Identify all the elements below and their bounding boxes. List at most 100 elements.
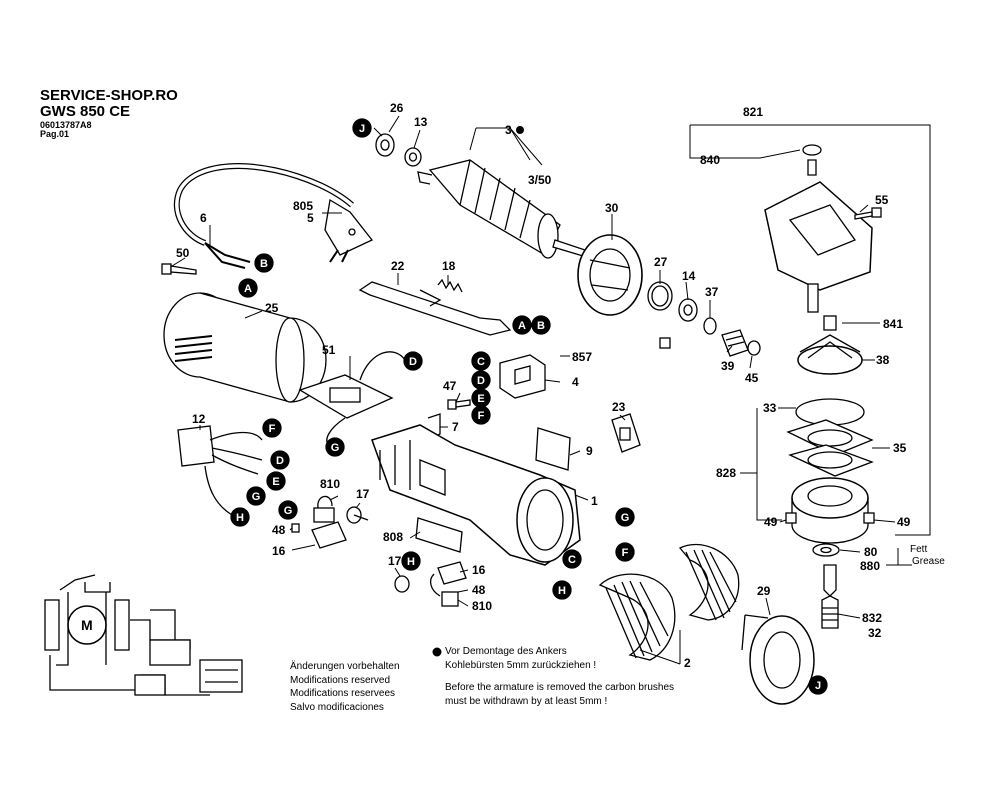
- label-808: [415, 517, 463, 553]
- grease-label: Grease: [912, 556, 945, 567]
- badge-g-coil: G: [615, 507, 635, 527]
- letter-badges: J B A A B C D E F D G F D E G H G H G C …: [230, 118, 828, 695]
- svg-text:J: J: [815, 680, 821, 692]
- svg-text:E: E: [477, 393, 484, 405]
- badge-h-brush: H: [401, 551, 421, 571]
- power-cord-part: [173, 163, 374, 269]
- leader-lines: [171, 115, 931, 665]
- label-47: 47: [443, 379, 457, 393]
- spring-18: [437, 278, 463, 293]
- label-4: 4: [572, 375, 579, 389]
- label-22: 22: [391, 259, 405, 273]
- baffle-30: [577, 234, 643, 316]
- badge-h-coil: H: [552, 580, 572, 600]
- svg-text:G: G: [284, 505, 293, 517]
- page-number: Pag.01: [40, 128, 70, 139]
- label-51: 51: [322, 343, 336, 357]
- svg-text:H: H: [236, 512, 244, 524]
- brush-810-left: [313, 495, 335, 523]
- gasket-35: [786, 419, 874, 477]
- shop-name: SERVICE-SHOP.RO: [40, 87, 178, 104]
- switch-23: [611, 413, 641, 453]
- pinion-39: [721, 329, 749, 357]
- label-plate-9: [535, 427, 571, 471]
- nut-45: [747, 340, 761, 356]
- bearing-26: [375, 133, 395, 157]
- brush-spring-17-left: [346, 506, 369, 524]
- svg-text:G: G: [621, 512, 630, 524]
- carbon-en-line-1: Before the armature is removed the carbo…: [445, 682, 675, 693]
- switch-rod-22: [358, 281, 512, 336]
- svg-text:G: G: [252, 491, 261, 503]
- label-80: 80: [864, 545, 878, 559]
- badge-f-block: F: [471, 405, 491, 425]
- capacitor-12: [177, 425, 263, 516]
- badge-b-cord: B: [254, 253, 274, 273]
- screw-47: [447, 399, 471, 410]
- brush-810-right: [429, 573, 459, 607]
- svg-text:D: D: [477, 375, 485, 387]
- label-6: 6: [200, 211, 207, 225]
- svg-text:E: E: [272, 476, 279, 488]
- svg-text:B: B: [537, 320, 545, 332]
- note-bullet-3: [516, 126, 524, 134]
- spindle-832: [821, 564, 839, 629]
- svg-text:G: G: [331, 442, 340, 454]
- label-880: 880: [860, 559, 880, 573]
- label-2: 2: [684, 656, 691, 670]
- header-block: SERVICE-SHOP.RO GWS 850 CE 06013787A8 Pa…: [40, 88, 178, 139]
- label-39: 39: [721, 359, 735, 373]
- brush-spring-17-right: [394, 575, 410, 593]
- label-16: 16: [272, 544, 286, 558]
- gear-housing-1: [371, 424, 581, 566]
- badge-g-switch: G: [325, 437, 345, 457]
- field-coil-lower: [598, 573, 676, 661]
- label-23: 23: [612, 400, 626, 414]
- fett-label: Fett: [910, 544, 928, 555]
- changes-line-de: Änderungen vorbehalten: [290, 661, 400, 672]
- carbon-brush-note-de: Vor Demontage des Ankers Kohlebürsten 5m…: [445, 645, 596, 672]
- svg-text:D: D: [276, 455, 284, 467]
- stud-841: [807, 283, 837, 331]
- motor-housing-25: [163, 292, 327, 403]
- badge-e-cap: E: [266, 471, 286, 491]
- label-1: 1: [591, 494, 598, 508]
- label-45: 45: [745, 371, 759, 385]
- svg-text:F: F: [622, 547, 629, 559]
- label-17-right: 17: [388, 554, 402, 568]
- label-25: 25: [265, 301, 279, 315]
- brush-holder-16-left: [311, 521, 347, 549]
- part-number: 06013787A8: [40, 119, 92, 130]
- label-33: 33: [763, 401, 777, 415]
- badge-h-cap: H: [230, 507, 250, 527]
- label-50: 50: [176, 246, 190, 260]
- field-coil-upper: [678, 543, 740, 621]
- label-808: 808: [383, 530, 403, 544]
- changes-line-fr: Modifications reservees: [290, 688, 396, 699]
- motor-symbol: M: [81, 617, 93, 633]
- svg-text:B: B: [260, 258, 268, 270]
- badge-j-top: J: [352, 118, 372, 138]
- bevel-gear-38: [797, 334, 863, 375]
- model-name: GWS 850 CE: [40, 102, 131, 120]
- label-30: 30: [605, 201, 619, 215]
- wiring-diagram: [44, 574, 243, 696]
- badge-g-brush: G: [278, 500, 298, 520]
- switch-plate-51: [298, 351, 406, 448]
- grease-note: Fett Grease: [904, 544, 945, 568]
- badge-e-block: E: [471, 388, 491, 408]
- carbon-de-line-2: Kohlebürsten 5mm zurückziehen !: [445, 659, 597, 671]
- badge-d-cap: D: [270, 450, 290, 470]
- label-805: 805: [293, 199, 313, 213]
- label-841: 841: [883, 317, 903, 331]
- changes-line-en: Modifications reserved: [290, 674, 391, 686]
- label-9: 9: [586, 444, 593, 458]
- badge-d-block: D: [471, 370, 491, 390]
- svg-text:A: A: [518, 320, 526, 332]
- label-17: 17: [356, 487, 370, 501]
- label-810-right: 810: [472, 599, 492, 613]
- armature-3: [417, 159, 586, 259]
- carbon-brush-note-en: Before the armature is removed the carbo…: [445, 681, 674, 708]
- label-828: 828: [716, 466, 736, 480]
- badge-a-block: A: [512, 315, 532, 335]
